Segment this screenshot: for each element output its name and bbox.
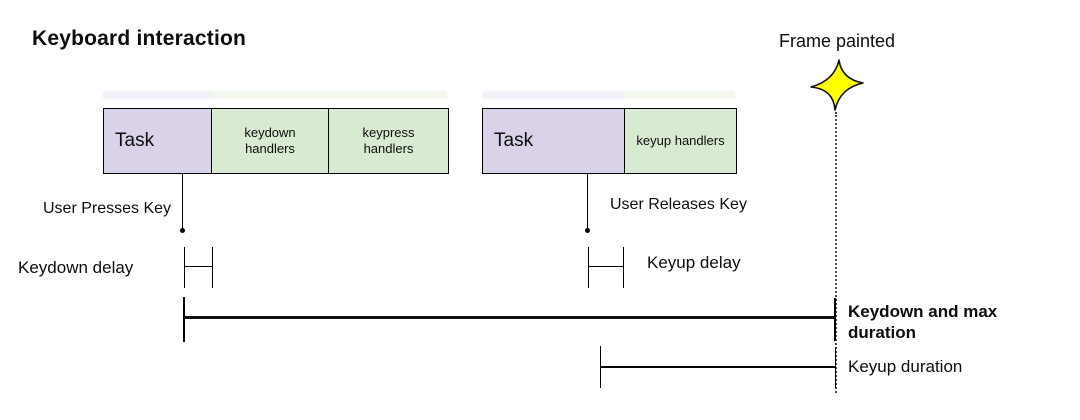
event-arrow-keyup [587, 174, 588, 228]
event-dot-keydown [180, 228, 185, 233]
ghost-handler [623, 91, 735, 99]
frame-painted-label: Frame painted [779, 31, 896, 51]
event-dot-keyup [585, 228, 590, 233]
ghost-handler [327, 91, 447, 99]
keyup-delay-tick-end [623, 247, 624, 288]
keyup-delay-label: Keyup delay [647, 253, 741, 272]
task-group-ghost [103, 91, 447, 99]
ghost-handler [210, 91, 327, 99]
handler-segment-label: keydown handlers [244, 125, 296, 156]
sparkle-star-icon [810, 59, 864, 111]
keydown-delay-span [184, 266, 213, 267]
ghost-task [482, 91, 623, 99]
keydown-duration-cap-end [834, 298, 836, 341]
user-presses-key-label: User Presses Key [43, 200, 172, 217]
ghost-task [103, 91, 210, 99]
keydown-delay-tick-start [184, 247, 185, 288]
task-segment-label: Task [494, 130, 534, 151]
frame-paint-line [835, 112, 837, 393]
task-segment: Task [483, 109, 624, 173]
star-shape [810, 59, 864, 111]
diagram-title: Keyboard interaction [32, 27, 247, 50]
keyup-duration-label: Keyup duration [848, 357, 963, 376]
task-group-keydown: Task keydown handlers keypress handlers [103, 108, 449, 174]
keydown-delay-label: Keydown delay [18, 258, 134, 277]
handler-segment-label: keypress handlers [362, 125, 415, 156]
keyup-duration-line [601, 366, 835, 368]
task-group-ghost [482, 91, 735, 99]
keyup-handlers-segment: keyup handlers [624, 109, 736, 173]
keydown-duration-cap-start [183, 297, 185, 342]
task-segment: Task [104, 109, 211, 173]
keypress-handlers-segment: keypress handlers [328, 109, 448, 173]
keydown-max-duration-label: Keydown and max duration [848, 302, 998, 342]
keydown-duration-line [184, 316, 835, 319]
event-arrow-keydown [182, 174, 183, 228]
keyup-duration-cap-start [600, 346, 601, 388]
keyup-duration-cap-end [835, 347, 836, 388]
keyup-delay-tick-start [588, 247, 589, 288]
task-segment-label: Task [115, 130, 155, 151]
handler-segment-label: keyup handlers [636, 133, 725, 148]
user-releases-key-label: User Releases Key [610, 196, 747, 213]
task-group-keyup: Task keyup handlers [482, 108, 737, 174]
keydown-delay-tick-end [212, 247, 213, 288]
keydown-handlers-segment: keydown handlers [211, 109, 328, 173]
keyup-delay-span [588, 266, 624, 267]
